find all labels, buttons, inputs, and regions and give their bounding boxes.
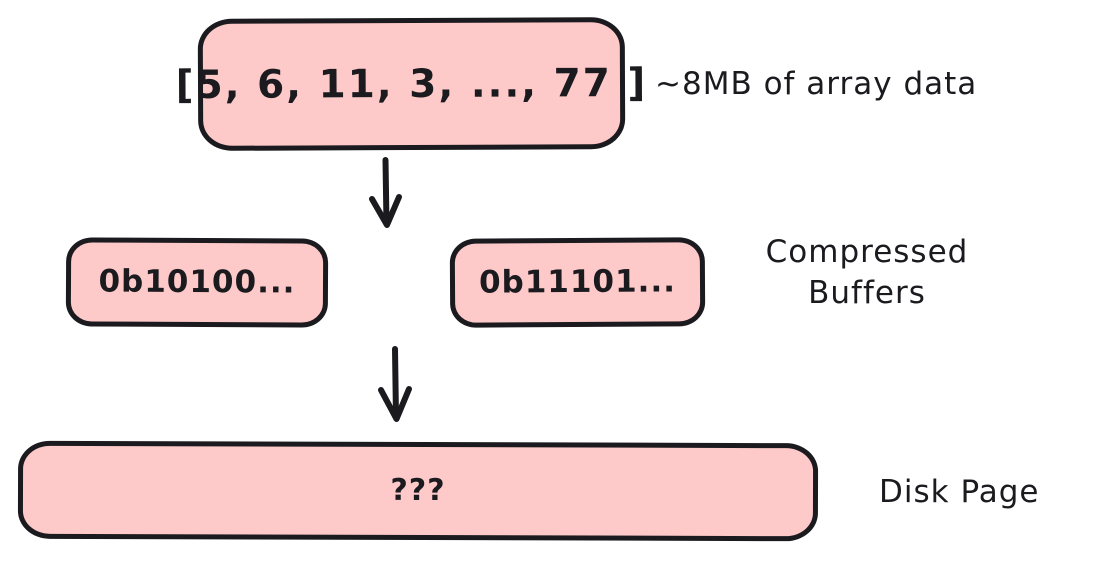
- node-disk-page[interactable]: ???: [17, 440, 819, 542]
- annotation-disk-page: Disk Page: [879, 474, 1040, 510]
- annotation-array-size: ~8MB of array data: [655, 66, 978, 102]
- node-compressed-buffer-left[interactable]: 0b10100...: [65, 237, 329, 328]
- node-array-data-label: [5, 6, 11, 3, ..., 77 ]: [175, 60, 648, 108]
- node-array-data[interactable]: [5, 6, 11, 3, ..., 77 ]: [176, 17, 647, 151]
- annotation-compressed-buffers-line1: Compressed: [765, 234, 969, 270]
- node-compressed-buffer-right[interactable]: 0b11101...: [449, 237, 706, 328]
- annotation-compressed-buffers: Compressed Buffers: [752, 232, 982, 314]
- node-compressed-buffer-left-label: 0b10100...: [98, 263, 296, 301]
- arrow-buffers-to-disk: [378, 346, 412, 422]
- annotation-compressed-buffers-line2: Buffers: [808, 274, 926, 311]
- node-compressed-buffer-right-label: 0b11101...: [478, 263, 677, 301]
- node-disk-page-label: ???: [390, 472, 446, 509]
- arrow-array-to-buffers: [369, 157, 402, 228]
